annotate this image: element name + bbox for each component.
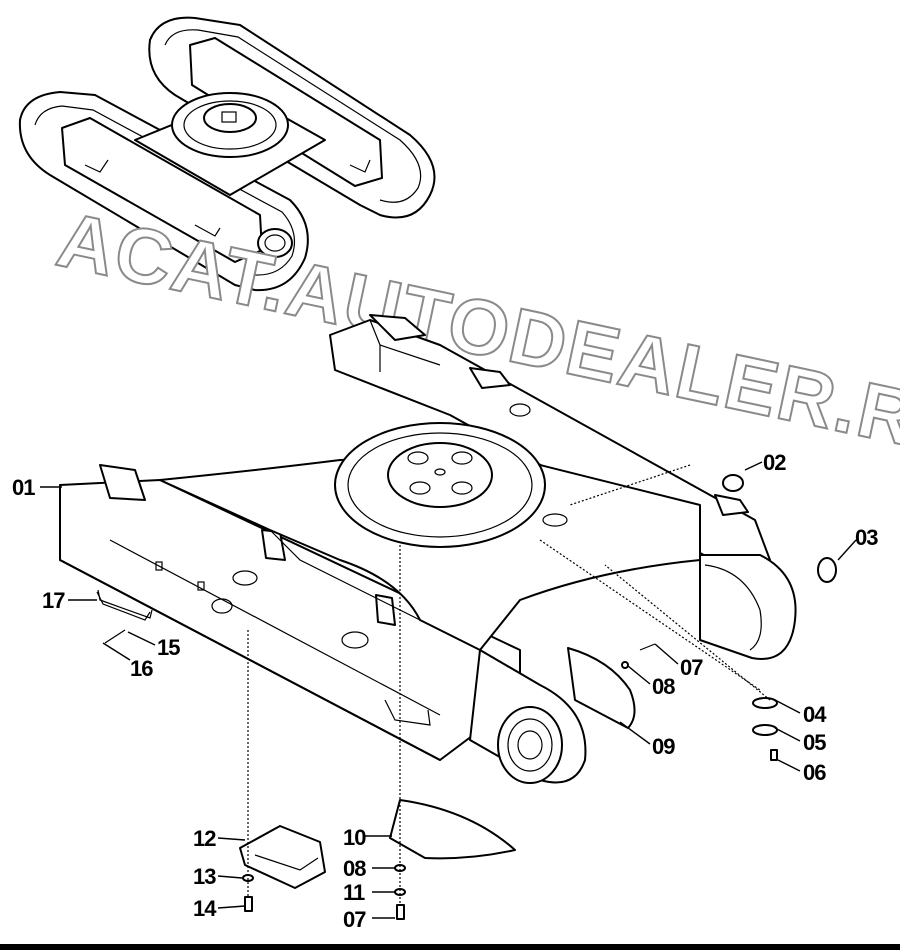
handle-17: [96, 591, 151, 621]
label-02: 02: [763, 450, 786, 475]
bottom-cover-10: [389, 799, 516, 860]
main-frame-assembly: [59, 314, 797, 784]
label-06: 06: [803, 760, 826, 785]
label-15: 15: [157, 635, 180, 660]
bolt-14: [244, 896, 253, 912]
label-16: 16: [130, 656, 153, 681]
guard-12: [239, 825, 326, 889]
bolt-07: [639, 643, 656, 651]
label-13: 13: [193, 864, 216, 889]
overview-assembly: [18, 16, 436, 292]
label-08-lower: 08: [343, 856, 366, 881]
shim-04: [752, 697, 778, 709]
shim-05: [752, 724, 778, 736]
label-09: 09: [652, 734, 675, 759]
label-07-upper: 07: [680, 655, 703, 680]
part-labels: 01 02 03 04 05 06 07 08 09 10 08 11 07 1…: [12, 450, 879, 932]
bolt-15: [104, 629, 126, 644]
oring-03: [817, 557, 837, 583]
label-07-lower: 07: [343, 907, 366, 932]
bolt-06: [770, 749, 778, 761]
cover-plate-09: [567, 647, 636, 729]
washer-08: [621, 661, 629, 669]
leader-lines: [40, 461, 857, 919]
label-12: 12: [193, 826, 216, 851]
label-03: 03: [855, 525, 878, 550]
label-17: 17: [42, 588, 65, 613]
label-11: 11: [343, 880, 365, 905]
label-01: 01: [12, 475, 35, 500]
loose-parts: [96, 474, 837, 920]
label-08-upper: 08: [652, 674, 675, 699]
label-14: 14: [193, 896, 217, 921]
label-04: 04: [803, 702, 827, 727]
oring-02: [722, 474, 744, 492]
label-10: 10: [343, 825, 366, 850]
bolt-07b: [396, 904, 405, 920]
label-05: 05: [803, 730, 826, 755]
